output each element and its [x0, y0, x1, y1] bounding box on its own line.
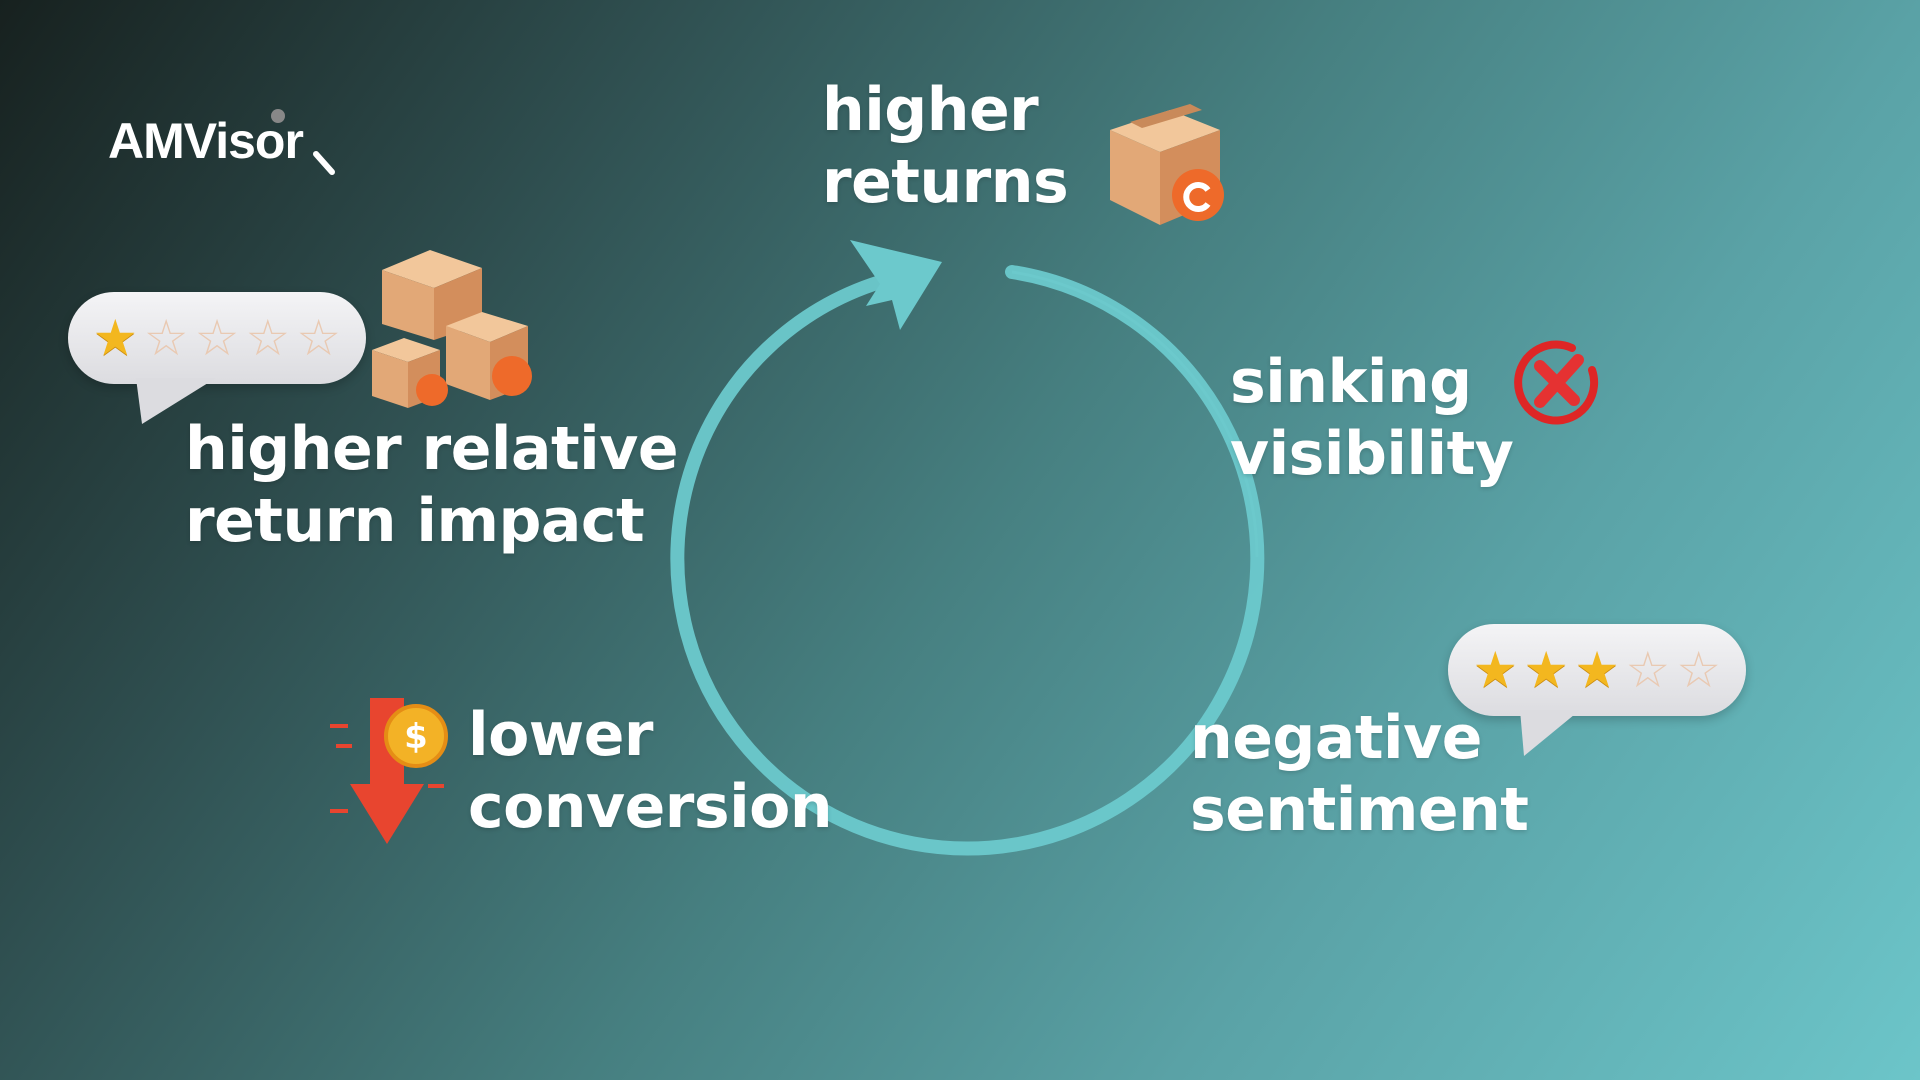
step-line: higher relative — [185, 414, 679, 484]
step-negative-sentiment: negative sentiment — [1190, 702, 1529, 846]
returns-box-icon — [1110, 104, 1224, 225]
svg-text:$: $ — [404, 717, 428, 757]
step-line: lower — [468, 700, 654, 770]
step-higher-returns: higher returns — [822, 74, 1069, 218]
step-lower-conversion: lower conversion — [468, 699, 833, 843]
step-line: sinking — [1230, 347, 1472, 417]
star-empty-icon: ☆ — [143, 309, 189, 367]
cycle-arrowhead-icon — [850, 240, 942, 330]
three-star-rating-icon: ★ ★ ★ ☆ ☆ — [1448, 624, 1746, 716]
red-x-icon — [1514, 340, 1599, 425]
stacked-return-boxes-icon — [372, 250, 532, 408]
step-line: sentiment — [1190, 775, 1529, 845]
star-filled-icon: ★ — [92, 309, 138, 367]
star-filled-icon: ★ — [1523, 641, 1569, 699]
bubble-tail-icon — [1520, 710, 1580, 756]
step-line: higher — [822, 75, 1039, 145]
step-line: negative — [1190, 703, 1482, 773]
step-line: visibility — [1230, 419, 1514, 489]
magnifier-icon — [271, 109, 335, 175]
step-line: return impact — [185, 486, 645, 556]
star-empty-icon: ☆ — [1676, 641, 1722, 699]
star-empty-icon: ☆ — [296, 309, 342, 367]
star-empty-icon: ☆ — [245, 309, 291, 367]
step-line: returns — [822, 147, 1069, 217]
star-empty-icon: ☆ — [1625, 641, 1671, 699]
logo-text: AMVisor — [108, 113, 304, 169]
cycle-arc-thin — [1011, 270, 1259, 558]
step-higher-relative-return-impact: higher relative return impact — [185, 413, 679, 557]
star-filled-icon: ★ — [1574, 641, 1620, 699]
star-empty-icon: ☆ — [194, 309, 240, 367]
star-filled-icon: ★ — [1472, 641, 1518, 699]
down-arrow-dollar-icon: $ — [330, 698, 448, 844]
amvisor-logo: AMVisor — [108, 109, 335, 175]
step-line: conversion — [468, 772, 833, 842]
step-sinking-visibility: sinking visibility — [1230, 346, 1514, 490]
one-star-rating-icon: ★ ☆ ☆ ☆ ☆ — [68, 292, 366, 384]
bubble-tail-icon — [136, 378, 216, 424]
